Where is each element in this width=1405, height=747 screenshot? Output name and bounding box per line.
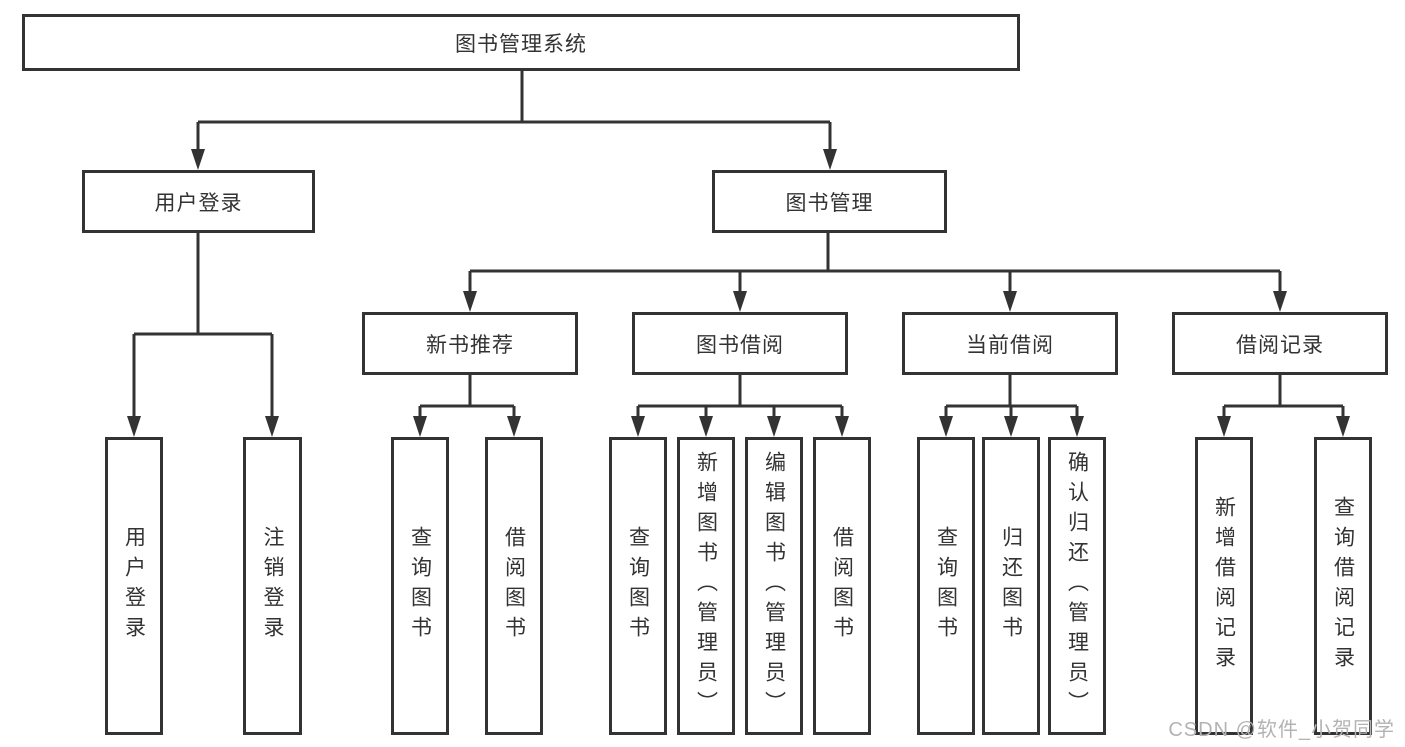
leaf-query-books-current: 查询图书 bbox=[917, 437, 975, 735]
node-label: 图书借阅 bbox=[696, 333, 784, 357]
node-book-borrowing: 图书借阅 bbox=[632, 312, 848, 375]
leaf-query-books-recommend: 查询图书 bbox=[391, 437, 449, 735]
arrowheads bbox=[127, 149, 1350, 437]
node-book-management: 图书管理 bbox=[712, 170, 947, 233]
node-label: 注销登录 bbox=[261, 526, 285, 646]
node-new-book-recommendation: 新书推荐 bbox=[362, 312, 578, 375]
node-label: 归还图书 bbox=[999, 526, 1023, 646]
node-label: 新书推荐 bbox=[426, 333, 514, 357]
leaf-confirm-return-admin: 确认归还（管理员） bbox=[1048, 437, 1106, 735]
node-label: 借阅图书 bbox=[502, 526, 526, 646]
node-label: 用户登录 bbox=[122, 526, 146, 646]
leaf-logout: 注销登录 bbox=[243, 437, 302, 735]
node-library-management-system: 图书管理系统 bbox=[22, 14, 1020, 71]
node-label: 借阅记录 bbox=[1236, 333, 1324, 357]
leaf-query-books-borrow: 查询图书 bbox=[609, 437, 667, 735]
node-label: 查询图书 bbox=[626, 526, 650, 646]
leaf-borrow-books: 借阅图书 bbox=[813, 437, 871, 735]
leaf-return-books: 归还图书 bbox=[982, 437, 1040, 735]
node-label: 借阅图书 bbox=[830, 526, 854, 646]
leaf-query-borrow-record: 查询借阅记录 bbox=[1314, 437, 1372, 735]
node-label: 当前借阅 bbox=[966, 333, 1054, 357]
node-label: 图书管理系统 bbox=[455, 32, 587, 56]
leaf-add-borrow-record: 新增借阅记录 bbox=[1195, 437, 1253, 735]
node-label: 查询图书 bbox=[408, 526, 432, 646]
node-borrowing-records: 借阅记录 bbox=[1172, 312, 1388, 375]
node-label: 查询借阅记录 bbox=[1331, 496, 1355, 676]
node-label: 新增图书（管理员） bbox=[694, 451, 718, 721]
node-label: 确认归还（管理员） bbox=[1065, 451, 1089, 721]
node-label: 用户登录 bbox=[154, 191, 243, 215]
leaf-user-login: 用户登录 bbox=[105, 437, 163, 735]
node-user-login: 用户登录 bbox=[82, 170, 315, 233]
leaf-borrow-books-recommend: 借阅图书 bbox=[485, 437, 543, 735]
node-label: 查询图书 bbox=[934, 526, 958, 646]
node-current-borrowing: 当前借阅 bbox=[902, 312, 1118, 375]
leaf-add-books-admin: 新增图书（管理员） bbox=[677, 437, 735, 735]
node-label: 新增借阅记录 bbox=[1212, 496, 1236, 676]
leaf-edit-books-admin: 编辑图书（管理员） bbox=[745, 437, 803, 735]
node-label: 编辑图书（管理员） bbox=[762, 451, 786, 721]
node-label: 图书管理 bbox=[785, 191, 874, 215]
